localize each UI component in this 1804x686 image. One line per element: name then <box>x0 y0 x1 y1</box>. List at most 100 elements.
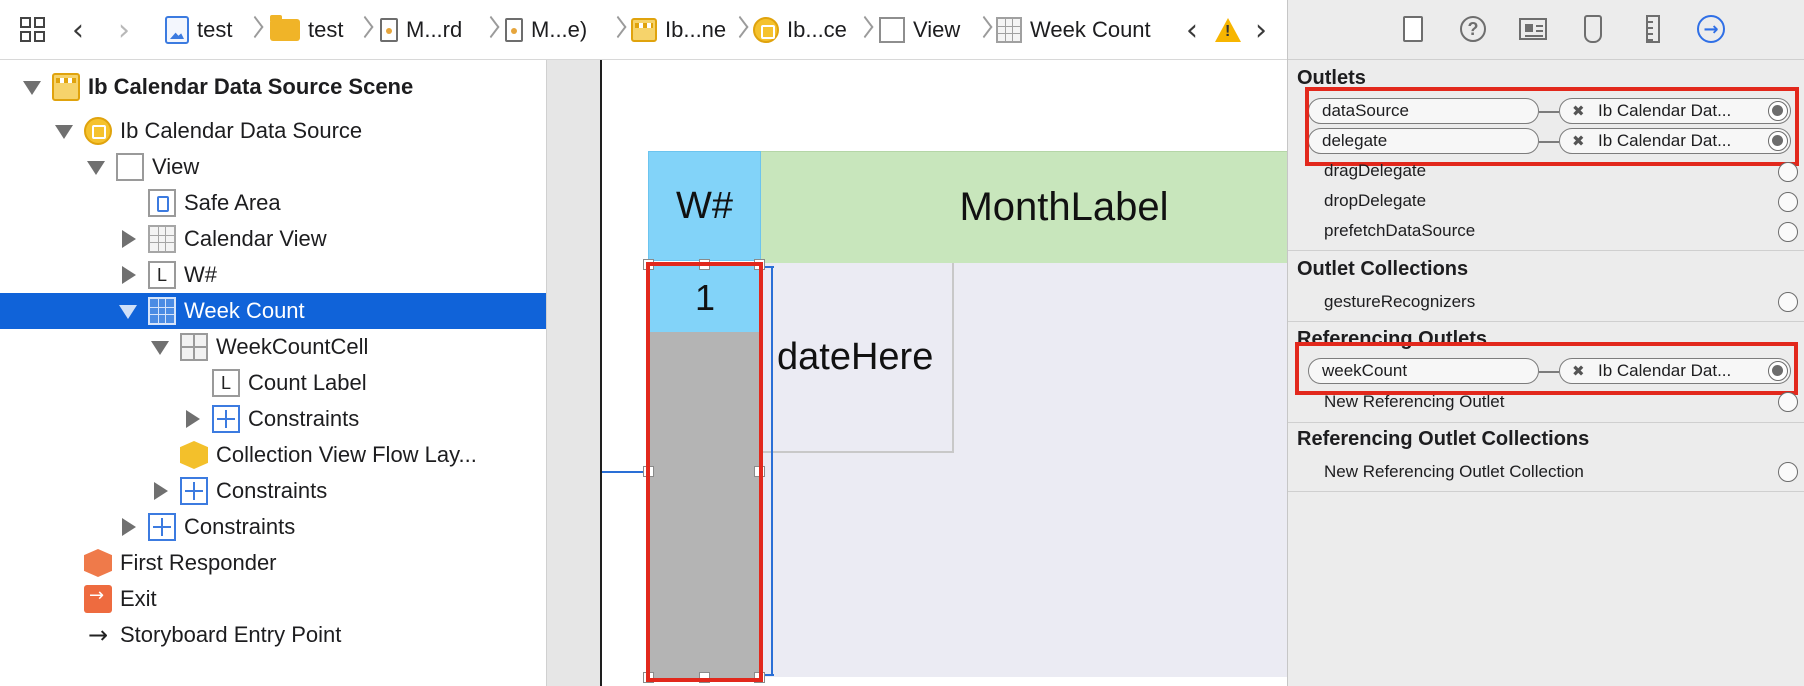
view-controller-icon <box>84 117 112 145</box>
connection-line <box>1539 141 1559 143</box>
outline-label: Week Count <box>184 298 305 323</box>
week-count-cell-label[interactable]: 1 <box>650 264 760 332</box>
outlet-connect-circle[interactable] <box>1778 292 1798 312</box>
outline-row-scene[interactable]: Ib Calendar Data Source Scene <box>0 69 546 105</box>
outlet-connect-circle[interactable] <box>1778 222 1798 242</box>
scene-icon <box>52 73 80 101</box>
resize-handle[interactable] <box>643 466 654 477</box>
month-label[interactable]: MonthLabel <box>761 151 1287 263</box>
outlet-collection-name: gestureRecognizers <box>1324 292 1476 311</box>
project-icon <box>165 16 189 44</box>
resize-handle[interactable] <box>699 672 710 683</box>
outline-row-week-count-cell[interactable]: WeekCountCell <box>0 329 546 365</box>
date-cell-label[interactable]: dateHere <box>761 263 954 453</box>
resize-handle[interactable] <box>754 672 765 683</box>
outlet-connect-circle[interactable] <box>1778 192 1798 212</box>
connected-dot-icon[interactable] <box>1768 131 1788 151</box>
identity-inspector-icon[interactable] <box>1518 14 1548 44</box>
outline-row-constraints[interactable]: Constraints <box>0 509 546 545</box>
target-label: Ib Calendar Dat... <box>1598 131 1732 150</box>
resize-handle[interactable] <box>754 466 765 477</box>
outline-row-count-label[interactable]: L Count Label <box>0 365 546 401</box>
outline-row-constraints[interactable]: Constraints <box>0 401 546 437</box>
outline-row-flow-layout[interactable]: Collection View Flow Lay... <box>0 437 546 473</box>
outline-row-exit[interactable]: Exit <box>0 581 546 617</box>
disconnect-icon[interactable]: ✖ <box>1572 362 1585 380</box>
previous-issue-chevron-icon[interactable]: ‹ <box>1186 12 1198 48</box>
outline-row-first-responder[interactable]: First Responder <box>0 545 546 581</box>
outlet-connect-circle[interactable] <box>1778 462 1798 482</box>
next-issue-chevron-icon[interactable]: › <box>1255 12 1267 48</box>
referencing-outlet-target[interactable]: ✖ Ib Calendar Dat... <box>1559 358 1791 384</box>
breadcrumb-storyboard-base[interactable]: M...e) <box>505 0 587 60</box>
disconnect-icon[interactable]: ✖ <box>1572 132 1585 150</box>
new-referencing-collection-label: New Referencing Outlet Collection <box>1324 462 1584 481</box>
disclosure-triangle-icon[interactable] <box>122 230 136 248</box>
breadcrumb-folder[interactable]: test <box>270 0 343 60</box>
outline-row-entry-point[interactable]: → Storyboard Entry Point <box>0 617 546 653</box>
breadcrumb-view[interactable]: View <box>879 0 960 60</box>
breadcrumb-scene[interactable]: Ib...ne <box>631 0 726 60</box>
breadcrumb-separator <box>733 16 743 44</box>
outlet-connect-circle[interactable] <box>1778 392 1798 412</box>
help-icon[interactable]: ? <box>1458 14 1488 44</box>
outline-row-week-count[interactable]: Week Count <box>0 293 546 329</box>
outlet-pill-datasource[interactable]: dataSource <box>1308 98 1539 124</box>
resize-handle[interactable] <box>699 259 710 270</box>
inspector-panel: ? → Outlets dataSource ✖ Ib Calendar Dat… <box>1287 0 1804 686</box>
warning-icon[interactable] <box>1215 0 1241 60</box>
target-label: Ib Calendar Dat... <box>1598 361 1732 380</box>
connected-dot-icon[interactable] <box>1768 361 1788 381</box>
forward-chevron-icon[interactable]: › <box>118 12 130 48</box>
section-title-outlets: Outlets <box>1297 67 1366 89</box>
collection-view-icon <box>148 225 176 253</box>
breadcrumb-separator <box>358 16 368 44</box>
flow-layout-icon <box>180 441 208 469</box>
outlet-pill-delegate[interactable]: delegate <box>1308 128 1539 154</box>
disclosure-triangle-icon[interactable] <box>151 341 169 355</box>
referencing-outlet-pill[interactable]: weekCount <box>1308 358 1539 384</box>
outlet-target-datasource[interactable]: ✖ Ib Calendar Dat... <box>1559 98 1791 124</box>
disclosure-triangle-icon[interactable] <box>23 81 41 95</box>
disclosure-triangle-icon[interactable] <box>119 305 137 319</box>
outline-row-calendar-view[interactable]: Calendar View <box>0 221 546 257</box>
resize-handle[interactable] <box>643 259 654 270</box>
outline-row-week-label[interactable]: L W# <box>0 257 546 293</box>
disclosure-triangle-icon[interactable] <box>122 518 136 536</box>
related-items-icon[interactable] <box>20 0 46 60</box>
outlet-connect-circle[interactable] <box>1778 162 1798 182</box>
resize-handle[interactable] <box>643 672 654 683</box>
file-inspector-icon[interactable] <box>1398 14 1428 44</box>
scene-icon <box>631 18 657 42</box>
disclosure-triangle-icon[interactable] <box>122 266 136 284</box>
disclosure-triangle-icon[interactable] <box>87 161 105 175</box>
outline-row-view[interactable]: View <box>0 149 546 185</box>
back-chevron-icon[interactable]: ‹ <box>72 12 84 48</box>
constraints-icon <box>148 513 176 541</box>
breadcrumb-storyboard[interactable]: M...rd <box>380 0 462 60</box>
view-controller-icon <box>753 17 779 43</box>
week-header-label[interactable]: W# <box>648 151 761 261</box>
disclosure-triangle-icon[interactable] <box>55 125 73 139</box>
constraints-icon <box>212 405 240 433</box>
breadcrumb-project[interactable]: test <box>165 0 232 60</box>
size-inspector-icon[interactable] <box>1638 14 1668 44</box>
week-count-collection-view[interactable] <box>650 264 760 678</box>
label-icon: L <box>212 369 240 397</box>
outline-row-safe-area[interactable]: Safe Area <box>0 185 546 221</box>
breadcrumb-controller[interactable]: Ib...ce <box>753 0 847 60</box>
outline-row-constraints[interactable]: Constraints <box>0 473 546 509</box>
disclosure-triangle-icon[interactable] <box>186 410 200 428</box>
outline-row-view-controller[interactable]: Ib Calendar Data Source <box>0 113 546 149</box>
connected-dot-icon[interactable] <box>1768 101 1788 121</box>
attributes-inspector-icon[interactable] <box>1578 14 1608 44</box>
outlet-target-delegate[interactable]: ✖ Ib Calendar Dat... <box>1559 128 1791 154</box>
disconnect-icon[interactable]: ✖ <box>1572 102 1585 120</box>
breadcrumb-week-count[interactable]: Week Count <box>996 0 1151 60</box>
connections-inspector-icon[interactable]: → <box>1696 14 1726 44</box>
resize-handle[interactable] <box>754 259 765 270</box>
breadcrumb-label: M...e) <box>531 17 588 42</box>
outline-label: Constraints <box>248 406 360 431</box>
outline-label: WeekCountCell <box>216 334 369 359</box>
disclosure-triangle-icon[interactable] <box>154 482 168 500</box>
